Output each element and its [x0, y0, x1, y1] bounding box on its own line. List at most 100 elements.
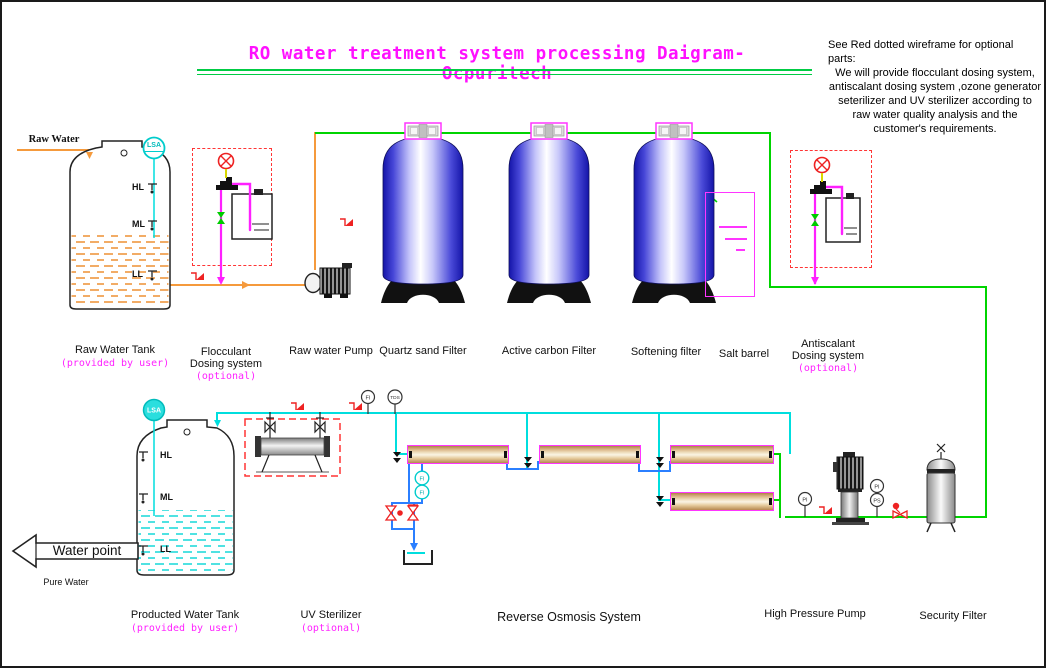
pipe-right-drop: [985, 286, 987, 518]
label-security-filter: Security Filter: [919, 610, 987, 622]
svg-text:PI: PI: [874, 484, 880, 490]
uv-cylinder: [260, 437, 325, 456]
filter-band: [927, 469, 955, 473]
drain-box: [403, 550, 433, 565]
pipe-softener-down: [769, 132, 771, 288]
check-valve-icon: [819, 506, 832, 514]
note-header: See Red dotted wireframe for optional pa…: [828, 39, 1014, 66]
level-mid: ML: [160, 492, 173, 502]
pipe-tank-inlet: [216, 412, 218, 422]
motor-body: [319, 267, 351, 295]
check-valve-icon: [191, 272, 204, 280]
filter-shell: [926, 472, 956, 524]
filter-dome: [926, 458, 956, 471]
svg-text:TDS: TDS: [390, 395, 400, 401]
label-uv-optional: (optional): [300, 623, 362, 634]
water-point-arrow: [11, 533, 139, 569]
label-flocculant-1: Flocculant: [200, 346, 252, 358]
antiscalant-dosing-system: [810, 156, 861, 285]
pipe-permeate-4: [789, 412, 791, 454]
salt-level-line: [736, 249, 745, 251]
check-valve-icon: [291, 402, 304, 410]
control-valve-icon: [892, 502, 908, 520]
uv-sterilizer: [244, 412, 341, 477]
filter-top-valve: [530, 122, 568, 140]
pipe-stage2c: [669, 461, 671, 471]
security-filter: [926, 443, 956, 533]
pipe-drain-split: [391, 502, 423, 504]
label-antiscalant-1: Antiscalant: [801, 338, 855, 350]
motor-cap: [843, 452, 855, 457]
pure-water-fill: [138, 510, 233, 573]
pure-water-label: Pure Water: [43, 577, 89, 587]
pump-base: [836, 518, 865, 522]
antiscalant-wireframe: [790, 150, 872, 268]
uv-cap-left: [255, 436, 261, 457]
pipe-permeate-3: [658, 412, 660, 470]
label-provided-by-user: (provided by user): [60, 358, 170, 369]
pipe-stage1b: [506, 468, 539, 470]
uv-cap-right: [324, 436, 330, 457]
check-valve-icon: [340, 218, 353, 226]
level-high: HL: [160, 450, 172, 460]
pressure-gauge: PI: [797, 491, 813, 517]
dosing-pump-icon: [216, 177, 238, 190]
svg-text:FI: FI: [420, 476, 425, 482]
pipe-stage2a: [638, 461, 640, 472]
svg-text:PS: PS: [873, 498, 881, 504]
pump-inlet-bell: [304, 272, 322, 294]
optional-parts-note: See Red dotted wireframe for optional pa…: [828, 38, 1042, 137]
terminal-box: [342, 263, 352, 268]
tds-meter-gauge: TDS: [387, 389, 403, 414]
pipe-hp-feed: [785, 516, 987, 518]
alarm-icon: [217, 152, 235, 170]
flow-arrow-icon: [393, 452, 401, 463]
label-high-pressure-pump: High Pressure Pump: [764, 608, 866, 620]
level-spigots: [148, 183, 157, 281]
suction-tube: [225, 182, 252, 232]
foot-left: [324, 294, 332, 298]
uv-outlet-valve: [314, 412, 326, 438]
pump-column: [840, 491, 859, 519]
diagram-title: RO water treatment system processing Dai…: [248, 44, 746, 84]
level-spigots: [139, 451, 148, 556]
raw-water-label: Raw Water: [28, 134, 80, 145]
drain-arrow: [410, 543, 418, 551]
pipe-permeate-3b: [658, 468, 660, 501]
label-prod-provided-by-user: (provided by user): [130, 623, 240, 634]
pipe-permeate-header: [216, 412, 790, 414]
pipe-membrane3-stub: [772, 453, 781, 455]
pipe-pump-discharge: [314, 132, 316, 270]
motor-body: [836, 456, 864, 490]
active-carbon-filter: [507, 122, 591, 303]
check-valve-icon: [349, 402, 362, 410]
inlet-arrow: [86, 152, 93, 159]
svg-text:FI: FI: [366, 395, 371, 401]
ro-membrane-vessel-1: [407, 445, 509, 464]
pipe-drain-main: [408, 461, 410, 504]
title-underline: [197, 69, 812, 75]
produced-water-tank: LSA HL ML LL: [136, 398, 235, 576]
pipe-stage1c: [537, 461, 539, 470]
level-low: LL: [132, 269, 143, 279]
vent: [120, 149, 128, 157]
dosing-pump-icon: [810, 181, 832, 194]
solenoid-valve-icon: [384, 505, 403, 521]
flow-arrow-icon: [524, 457, 532, 468]
flow-arrow-icon: [656, 496, 664, 507]
raw-water-tank: LSA HL ML LL: [69, 136, 171, 310]
svg-text:FI: FI: [420, 490, 425, 496]
alarm-icon: [813, 156, 831, 174]
lsa-gauge: LSA: [142, 398, 166, 422]
pipe-permeate-1: [395, 412, 397, 454]
label-active-carbon-filter: Active carbon Filter: [501, 345, 597, 357]
level-mid: ML: [132, 219, 145, 229]
dosing-valve-icon: [217, 212, 225, 224]
svg-text:PI: PI: [802, 497, 808, 503]
label-producted-water-tank: Producted Water Tank: [130, 609, 240, 621]
svg-text:LSA: LSA: [147, 142, 161, 149]
raw-flow-arrow: [242, 281, 250, 289]
dosing-arrow: [811, 277, 819, 285]
pipe-drain-down: [413, 528, 415, 548]
label-salt-barrel: Salt barrel: [718, 348, 770, 360]
